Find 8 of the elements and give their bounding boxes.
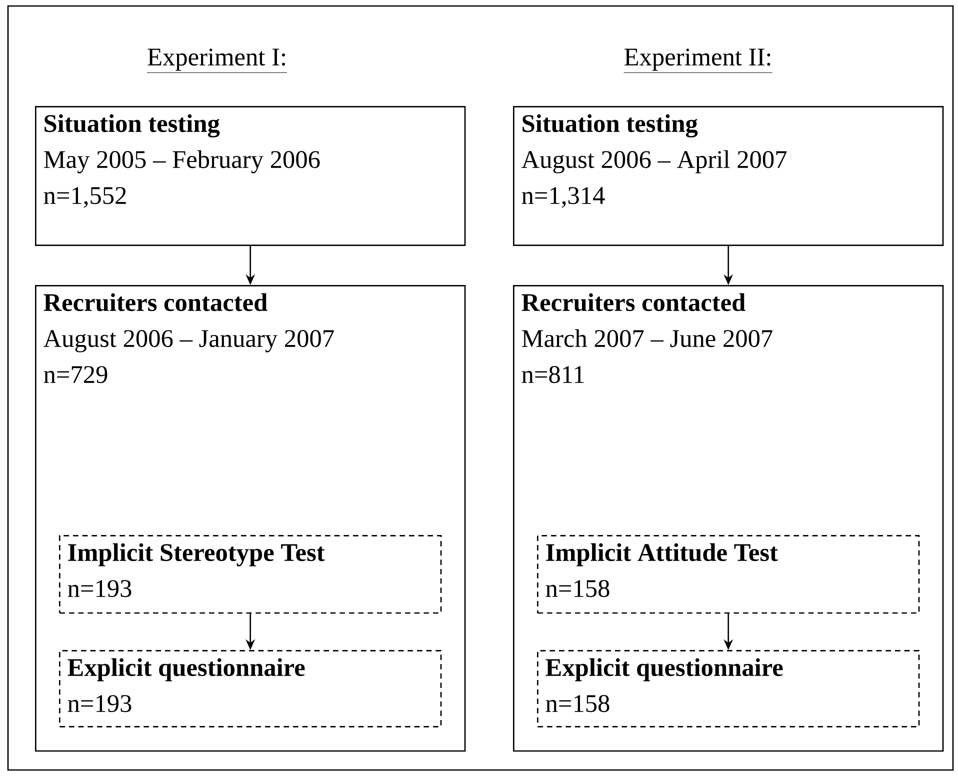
experiment-heading: Experiment II:	[624, 48, 772, 73]
process-box: Situation testing August 2006 – April 2007 n=1,314	[513, 106, 944, 246]
dashed-box: Explicit questionnaire n=193	[59, 650, 442, 728]
dashed-box: Implicit Attitude Test n=158	[537, 535, 920, 614]
process-box: Situation testing May 2005 – February 2006 n=1,552	[35, 106, 466, 246]
experiment-heading: Experiment I:	[146, 48, 288, 73]
dashed-box: Explicit questionnaire n=158	[537, 650, 920, 728]
dashed-box: Implicit Stereotype Test n=193	[59, 535, 442, 614]
